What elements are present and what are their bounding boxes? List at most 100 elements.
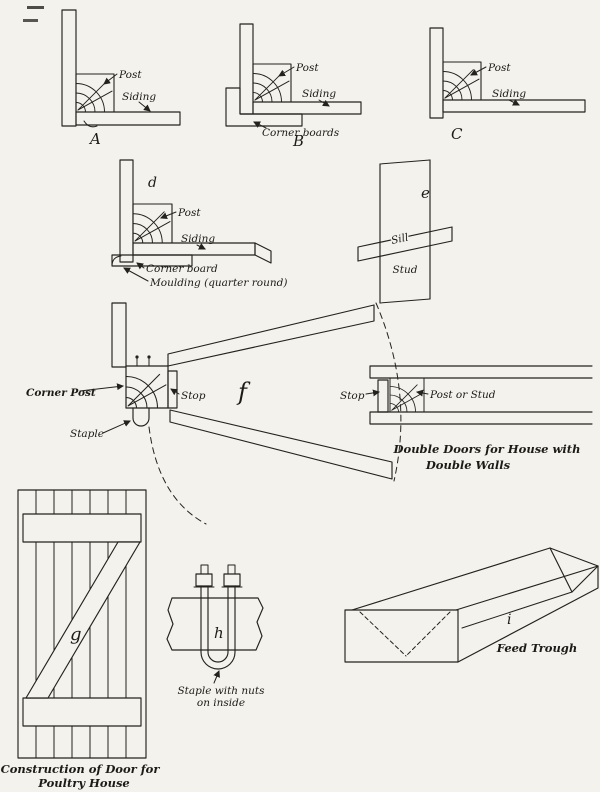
door-leaf-upper bbox=[167, 304, 375, 367]
panel-letter: i bbox=[507, 612, 511, 628]
wood-board bbox=[166, 597, 264, 651]
leader-line bbox=[365, 389, 380, 397]
label-siding: Siding bbox=[181, 233, 215, 245]
leader-line bbox=[213, 670, 220, 684]
quarter-round-moulding bbox=[111, 255, 122, 267]
staple-hook bbox=[132, 407, 150, 427]
panel-b-corner-detail: Post Siding Corner boards B bbox=[225, 23, 362, 150]
label-staple: Staple bbox=[70, 428, 104, 440]
panel-letter: d bbox=[148, 175, 157, 191]
caption-line-2: Double Walls bbox=[425, 458, 511, 472]
label-corner-boards: Corner boards bbox=[262, 127, 340, 139]
label-post: Post bbox=[295, 62, 319, 74]
panel-letter: g bbox=[70, 624, 82, 645]
stud-cut-ends bbox=[379, 159, 431, 304]
label-corner-post: Corner Post bbox=[26, 387, 96, 399]
door-swing-arc bbox=[148, 426, 207, 525]
diagonal-brace bbox=[25, 541, 141, 699]
stud-edges bbox=[379, 159, 431, 304]
corner-boards bbox=[225, 87, 303, 127]
panel-c-corner-detail: Post Siding C bbox=[429, 27, 586, 143]
caption-line-1: Double Doors for House with bbox=[393, 442, 581, 456]
vertical-siding-board bbox=[429, 27, 444, 119]
bolt-tip-left bbox=[200, 564, 209, 575]
far-end-top bbox=[549, 547, 599, 567]
corner-post-end-grain bbox=[125, 365, 169, 409]
horizontal-siding-board bbox=[75, 111, 181, 126]
nail-mark bbox=[83, 120, 98, 128]
corner-post-end-grain bbox=[132, 203, 173, 244]
corner-post-end-grain bbox=[252, 63, 292, 103]
outer-wall-board bbox=[369, 365, 593, 379]
bottom-batten bbox=[22, 697, 142, 727]
panel-letter: e bbox=[421, 184, 430, 202]
scan-marks bbox=[23, 6, 44, 22]
label-post: Post bbox=[118, 69, 142, 81]
door-swing-arc bbox=[375, 302, 402, 482]
vertical-siding-board bbox=[239, 23, 254, 115]
leader-line bbox=[416, 389, 429, 397]
leader-line bbox=[123, 267, 149, 282]
label-post: Post bbox=[177, 207, 201, 219]
scan-mark bbox=[23, 19, 38, 22]
trough-bottom-interior bbox=[461, 591, 573, 629]
leader-line bbox=[103, 73, 118, 85]
label-stop-left: Stop bbox=[181, 390, 206, 402]
inner-wall-board bbox=[369, 411, 593, 425]
corner-board bbox=[111, 254, 193, 267]
trough-rail-back bbox=[351, 547, 551, 611]
door-stop-strip bbox=[377, 379, 389, 413]
scan-mark bbox=[27, 6, 44, 9]
panel-letter: h bbox=[214, 624, 224, 642]
label-post-or-stud: Post or Stud bbox=[429, 389, 496, 401]
label-stud: Stud bbox=[393, 264, 418, 276]
leader-line bbox=[318, 99, 330, 107]
label-corner-board: Corner board bbox=[146, 263, 218, 275]
sill-section bbox=[357, 226, 453, 262]
panel-letter: C bbox=[451, 125, 463, 143]
staple-inner-edge bbox=[207, 585, 229, 663]
horizontal-siding-board bbox=[442, 99, 586, 113]
caption-line-1: Construction of Door for bbox=[1, 762, 161, 776]
panel-letter: f bbox=[236, 378, 251, 406]
panel-a-corner-detail: Post Siding A bbox=[61, 9, 181, 148]
panel-letter: B bbox=[292, 132, 304, 150]
label-sill: Sill bbox=[390, 232, 409, 247]
staple-pins bbox=[136, 357, 150, 367]
trough-rail-front bbox=[455, 565, 599, 611]
leader-line bbox=[170, 388, 180, 396]
pin-head bbox=[135, 355, 139, 359]
panel-h-staple-detail: h Staple with nuts on inside bbox=[166, 564, 265, 709]
near-end-board bbox=[344, 609, 459, 663]
far-end-v bbox=[549, 547, 599, 593]
corner-post-end-grain bbox=[75, 73, 115, 113]
leader-line bbox=[253, 121, 267, 129]
leader-line bbox=[102, 420, 131, 434]
label-post: Post bbox=[487, 62, 511, 74]
panel-i-feed-trough: i Feed Trough bbox=[344, 547, 599, 663]
post-end-grain bbox=[389, 377, 425, 413]
bolt-tip-right bbox=[227, 564, 236, 575]
caption-line-2: on inside bbox=[197, 697, 245, 709]
leader-line bbox=[470, 66, 487, 76]
label-siding: Siding bbox=[492, 88, 526, 100]
caption-line-1: Staple with nuts bbox=[177, 685, 265, 697]
horizontal-siding-board bbox=[252, 101, 362, 115]
top-batten bbox=[22, 513, 142, 543]
label-stop-right: Stop bbox=[340, 390, 365, 402]
leader-line bbox=[196, 243, 206, 250]
caption-line-2: Poultry House bbox=[37, 776, 129, 790]
vertical-siding-board bbox=[111, 302, 127, 368]
staple-outer-edge bbox=[200, 585, 236, 670]
label-siding: Siding bbox=[302, 88, 336, 100]
vertical-siding-board bbox=[61, 9, 77, 127]
leader-line bbox=[508, 99, 520, 106]
panel-g-door-construction: g Construction of Door for Poultry House bbox=[1, 489, 161, 790]
hidden-v-lines bbox=[359, 611, 451, 657]
door-leaf-lower bbox=[169, 409, 393, 480]
caption: Feed Trough bbox=[496, 641, 577, 655]
panel-f-double-doors: f Corner Post Stop Staple Stop Post or S… bbox=[26, 302, 593, 525]
vertical-siding-board bbox=[119, 159, 134, 263]
